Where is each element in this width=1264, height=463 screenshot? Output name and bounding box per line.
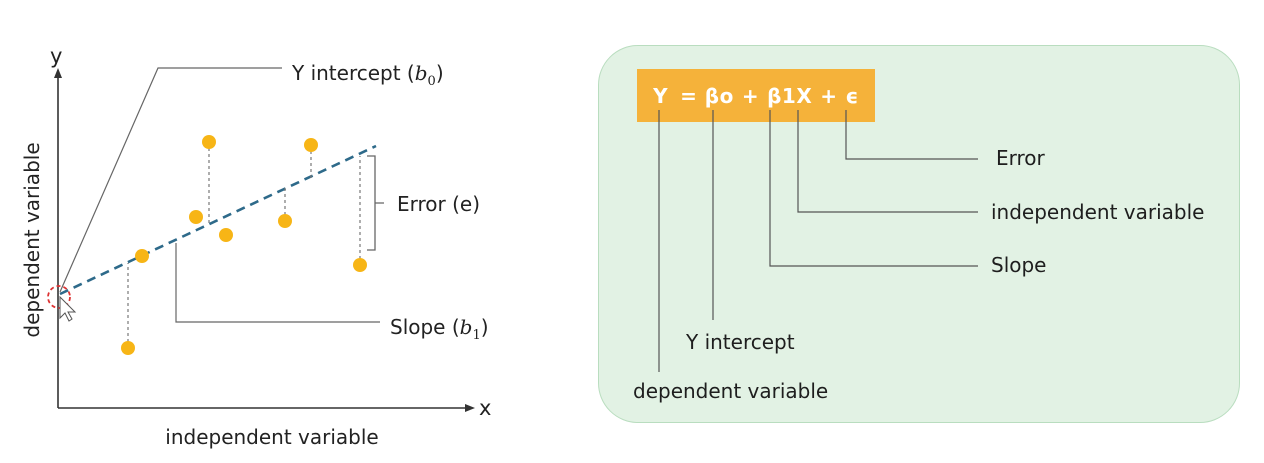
intercept-marker xyxy=(47,285,71,309)
leader-slope xyxy=(769,110,978,267)
label-error: Error xyxy=(996,146,1045,170)
slope-leader xyxy=(175,243,380,323)
residual-lines xyxy=(127,142,361,348)
x-axis-title: independent variable xyxy=(165,425,378,449)
equation-y: Y xyxy=(653,83,669,108)
error-bracket xyxy=(367,155,384,251)
regression-equation: Y = βo + β1X + ϵ xyxy=(637,69,875,122)
label-slope: Slope xyxy=(991,253,1047,277)
regression-line xyxy=(59,144,377,296)
data-point xyxy=(278,214,292,228)
leader-independent xyxy=(797,110,978,213)
cursor-icon xyxy=(59,295,77,322)
x-axis-letter: x xyxy=(479,396,491,420)
data-point xyxy=(219,228,233,242)
equation-beta1x: β1X xyxy=(767,83,813,108)
label-independent-variable: independent variable xyxy=(991,200,1205,224)
y-axis-title: dependent variable xyxy=(20,142,44,337)
intercept-label: Y intercept (b0) xyxy=(291,61,444,89)
y-axis-arrow xyxy=(54,68,62,78)
equation-error: ϵ xyxy=(845,83,859,108)
leader-error xyxy=(845,110,978,160)
data-points xyxy=(121,135,367,355)
label-y-intercept: Y intercept xyxy=(686,330,795,354)
equation-plus-2: + xyxy=(820,83,838,108)
y-axis-letter: y xyxy=(50,44,62,68)
error-label: Error (e) xyxy=(397,192,480,216)
data-point xyxy=(353,258,367,272)
label-dependent-variable: dependent variable xyxy=(633,379,829,403)
data-point xyxy=(202,135,216,149)
data-point xyxy=(121,341,135,355)
data-point xyxy=(304,138,318,152)
data-point xyxy=(189,210,203,224)
intercept-leader xyxy=(59,67,282,293)
equation-beta0: = βo xyxy=(680,83,734,108)
slope-label: Slope (b1) xyxy=(390,315,489,343)
data-point xyxy=(135,249,149,263)
x-axis-arrow xyxy=(465,404,475,412)
equation-plus-1: + xyxy=(741,83,760,108)
